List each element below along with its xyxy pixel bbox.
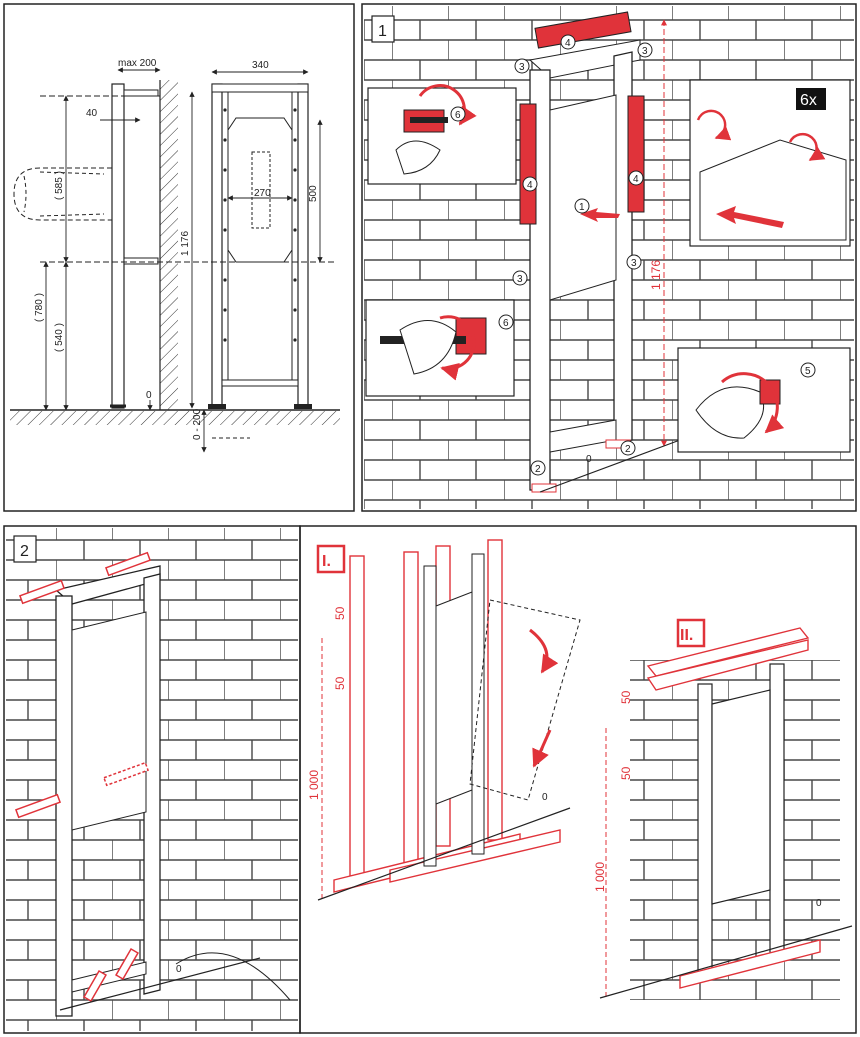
dim-40: 40 (86, 108, 98, 119)
dim-340: 340 (252, 60, 269, 71)
variant-i-title: I. (322, 553, 331, 570)
variant-ii-dim-50-bottom: 50 (619, 766, 633, 780)
panel-wall-variants: I. 50 50 1 000 0 II. (299, 525, 857, 1034)
svg-text:3: 3 (517, 274, 523, 285)
svg-text:4: 4 (527, 180, 533, 191)
panel-dimension-drawing: max 200 340 40 ( 585 ) ( 780 ) ( 540 ) 1… (3, 3, 355, 512)
svg-text:1: 1 (579, 202, 585, 213)
spirit-level-right (627, 95, 645, 213)
frame-variant-i (423, 553, 581, 867)
svg-text:3: 3 (642, 46, 648, 57)
floor-hatch (10, 411, 340, 425)
inset-tighten-bolt-bottom (365, 299, 515, 397)
lintel-beam (646, 627, 810, 691)
frame-side-view (111, 83, 125, 409)
svg-text:5: 5 (805, 366, 811, 377)
step2-floor-zero: 0 (176, 964, 182, 975)
variant-i-dim-1000: 1 000 (307, 770, 321, 800)
spirit-level-top (534, 11, 632, 49)
spirit-level-left (519, 103, 537, 225)
step-number: 1 (378, 23, 387, 40)
dim-540: ( 540 ) (54, 323, 65, 352)
svg-text:6: 6 (455, 110, 461, 121)
insert-arrow-icon (716, 206, 784, 228)
panel-step-2: 2 0 (3, 525, 301, 1034)
frame-variant-ii (697, 663, 785, 975)
toilet-bowl-outline (13, 167, 112, 221)
dim-max-200: max 200 (118, 58, 157, 69)
dim-1176-red: 1 176 (649, 260, 663, 290)
dim-780: ( 780 ) (34, 293, 45, 322)
dim-270: 270 (254, 188, 271, 199)
dim-585: ( 585 ) (54, 171, 65, 200)
frame-front-view (208, 83, 312, 409)
variant-ii-badge (676, 618, 706, 648)
panel-step-1: 1 1 176 0 (361, 3, 857, 512)
inset-screw-6x: 6x (689, 79, 851, 247)
push-arrow-icon (580, 208, 620, 222)
step-2-number: 2 (20, 543, 29, 560)
variant-i-badge (316, 544, 346, 574)
variant-ii-title: II. (680, 627, 693, 644)
dim-500: 500 (308, 185, 319, 202)
svg-text:3: 3 (631, 258, 637, 269)
svg-text:2: 2 (625, 444, 631, 455)
step-2-number-box (13, 535, 37, 563)
inset-adjust-foot (677, 347, 851, 453)
dim-zero: 0 (146, 390, 152, 401)
dim-0-200: 0 - 200 (192, 408, 203, 440)
variant-i-dim-50-bottom: 50 (333, 676, 347, 690)
variant-i-floor-zero: 0 (542, 792, 548, 803)
dim-1176: 1 176 (180, 231, 191, 256)
svg-text:3: 3 (519, 62, 525, 73)
svg-text:6: 6 (503, 318, 509, 329)
wall-hatch (160, 80, 178, 410)
anchor-bolts (14, 551, 152, 1003)
svg-text:4: 4 (565, 38, 571, 49)
inset-tighten-bolt-top (367, 84, 517, 185)
variant-ii-dim-1000: 1 000 (593, 862, 607, 892)
svg-text:2: 2 (535, 464, 541, 475)
variant-ii-floor-zero: 0 (816, 898, 822, 909)
floor-zero: 0 (586, 454, 592, 465)
step1-callouts (450, 34, 816, 476)
variant-i-dim-50-top: 50 (333, 606, 347, 620)
step-number-box (371, 15, 395, 43)
badge-6x: 6x (800, 92, 817, 109)
variant-ii-dim-50-top: 50 (619, 690, 633, 704)
svg-text:4: 4 (633, 174, 639, 185)
